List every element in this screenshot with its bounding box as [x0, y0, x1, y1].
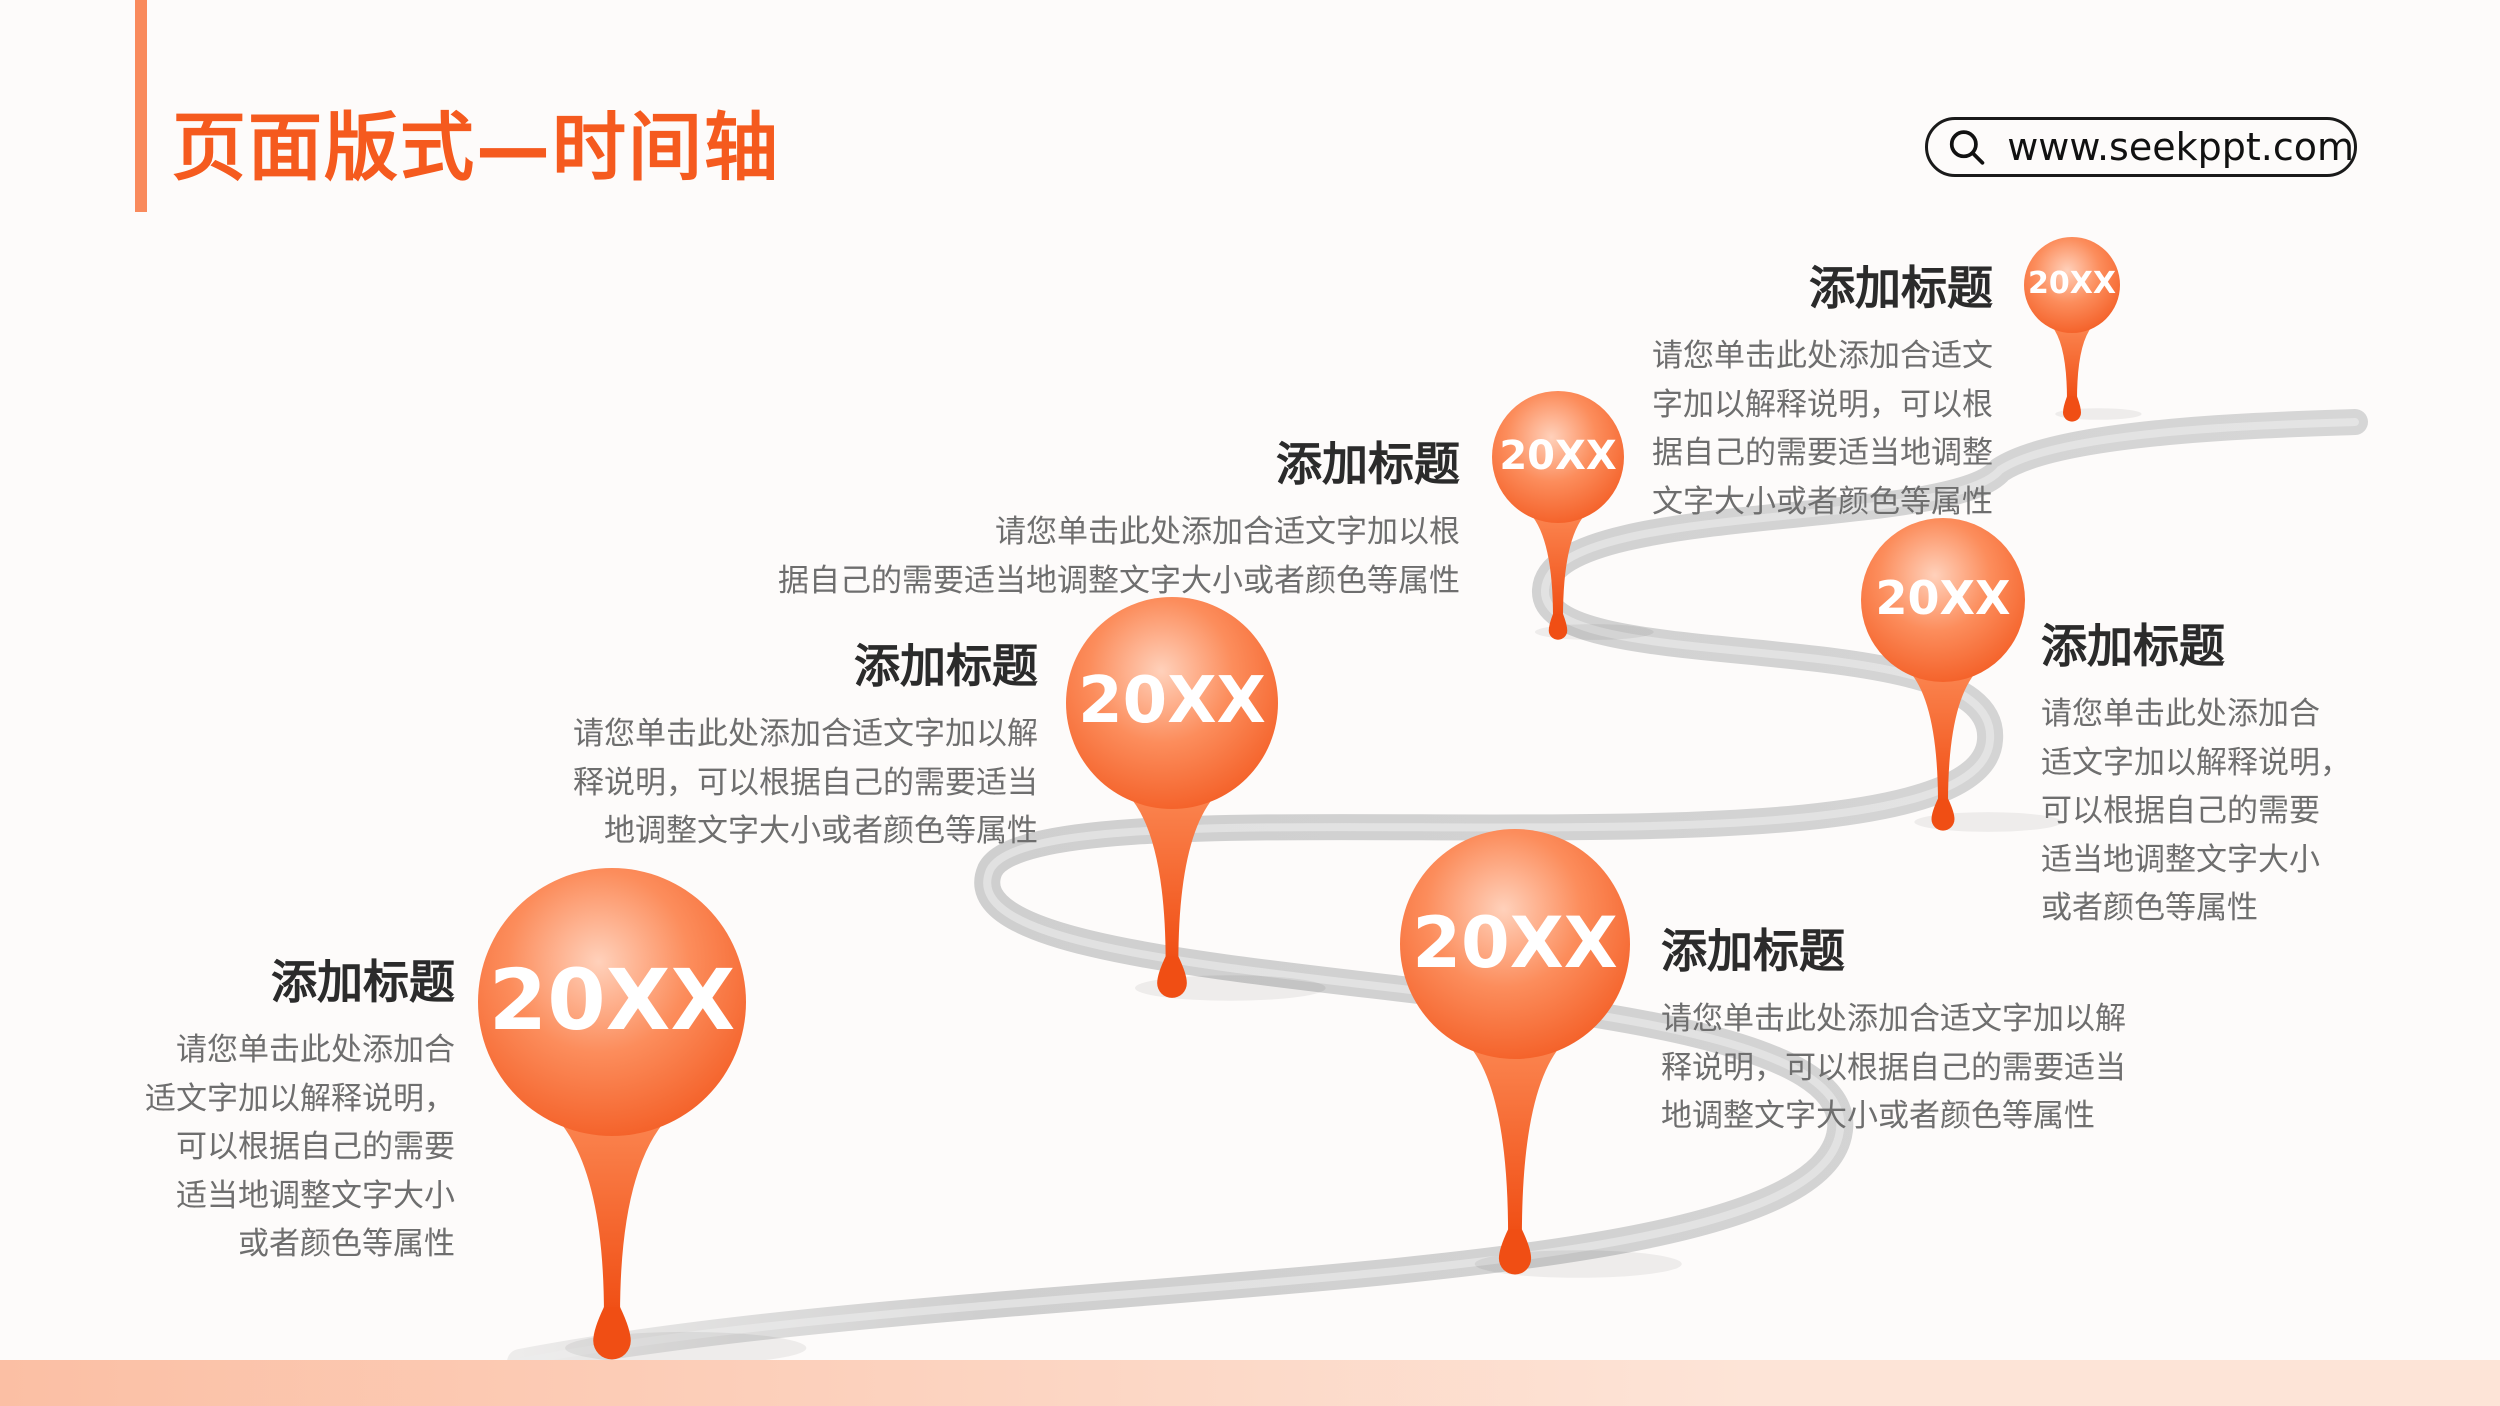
timeline-pin: 20XX — [1994, 207, 2150, 448]
title-accent-bar — [135, 0, 147, 212]
description-line: 适当地调整文字大小 — [2041, 841, 2320, 878]
entry-title: 添加标题 — [1661, 924, 1845, 978]
entry-description: 请您单击此处添加合适文字加以解释说明， 可以根据自己的需要适当地调整文字大小或者颜… — [2041, 690, 2371, 933]
search-box[interactable]: www.seekppt.com — [1925, 117, 2357, 177]
pin-year: 20XX — [1078, 664, 1266, 739]
timeline-entry: 添加标题请您单击此处添加合适文字加以解释说明，可以根据自己的需要适当地调整文字大… — [538, 630, 1038, 856]
description-line: 或者颜色等属性 — [2041, 890, 2258, 926]
entry-description: 请您单击此处添加合适文字加以解释说明，可以根据自己的需要适当地调整文字大小或者颜… — [1661, 995, 2161, 1141]
bottom-band — [0, 1360, 2500, 1406]
description-line: 地调整文字大小或者颜色等属性 — [604, 813, 1038, 849]
entry-title: 添加标题 — [1809, 261, 1993, 315]
timeline-pin: 20XX — [448, 838, 807, 1382]
description-line: 据自己的需要适当地调整 — [1652, 435, 1993, 471]
pin-marker-icon — [1492, 391, 1654, 640]
description-line: 请您单击此处添加合 — [2041, 696, 2320, 732]
description-line: 适文字加以解释说明， — [145, 1080, 455, 1117]
timeline-entry: 添加标题请您单击此处添加合适文字加以解释说明，可以根据自己的需要适当地调整文字大… — [1661, 915, 2161, 1141]
timeline-entry: 添加标题请您单击此处添加合适文字加以根据自己的需要适当地调整文字大小或者颜色等属… — [740, 428, 1460, 605]
entry-title: 添加标题 — [854, 639, 1038, 693]
pin-marker-icon — [1066, 597, 1326, 1001]
description-line: 适文字加以解释说明， — [2041, 744, 2351, 781]
description-line: 请您单击此处添加合适文 — [1652, 338, 1993, 374]
description-line: 字加以解释说明，可以根 — [1652, 386, 1993, 423]
page-title: 页面版式—时间轴 — [172, 105, 780, 191]
description-line: 地调整文字大小或者颜色等属性 — [1661, 1098, 2095, 1134]
description-line: 文字大小或者颜色等属性 — [1652, 483, 1993, 520]
pin-year: 20XX — [1875, 571, 2011, 626]
description-line: 释说明，可以根据自己的需要适当 — [573, 764, 1038, 801]
entry-description: 请您单击此处添加合适文字加以解释说明， 可以根据自己的需要适当地调整文字大小或者颜… — [95, 1026, 455, 1269]
entry-title: 添加标题 — [271, 955, 455, 1009]
description-line: 请您单击此处添加合适文字加以解 — [573, 716, 1038, 752]
timeline-pin: 20XX — [1462, 361, 1654, 666]
description-line: 适当地调整文字大小 — [176, 1177, 455, 1214]
pin-year: 20XX — [1412, 901, 1618, 984]
description-line: 释说明，可以根据自己的需要适当 — [1661, 1049, 2126, 1086]
entry-title: 添加标题 — [2041, 619, 2225, 673]
entry-description: 请您单击此处添加合适文字加以解释说明，可以根据自己的需要适当地调整文字大小或者颜… — [1613, 332, 1993, 526]
search-url-text: www.seekppt.com — [2007, 125, 2354, 169]
timeline-entry: 添加标题请您单击此处添加合适文字加以解释说明， 可以根据自己的需要适当地调整文字大… — [2041, 610, 2371, 933]
entry-title: 添加标题 — [1276, 437, 1460, 491]
timeline-pin: 20XX — [1370, 799, 1682, 1298]
description-line: 请您单击此处添加合适文字加以根 — [995, 514, 1460, 550]
pin-year: 20XX — [488, 950, 736, 1049]
pin-marker-icon — [1861, 518, 2062, 832]
pin-year: 20XX — [2027, 266, 2116, 302]
timeline-pin: 20XX — [1831, 488, 2062, 856]
description-line: 请您单击此处添加合适文字加以解 — [1661, 1001, 2126, 1037]
timeline-entry: 添加标题请您单击此处添加合适文字加以解释说明，可以根据自己的需要适当地调整文字大… — [1613, 252, 1993, 526]
search-icon — [1949, 130, 1985, 165]
description-line: 请您单击此处添加合 — [176, 1032, 455, 1068]
timeline-entry: 添加标题请您单击此处添加合适文字加以解释说明， 可以根据自己的需要适当地调整文字大… — [95, 946, 455, 1269]
description-line: 可以根据自己的需要 — [176, 1129, 455, 1165]
timeline-pin: 20XX — [1036, 567, 1326, 1022]
description-line: 据自己的需要适当地调整文字大小或者颜色等属性 — [778, 562, 1460, 599]
pin-marker-icon — [478, 868, 807, 1365]
pin-marker-icon — [1400, 829, 1682, 1278]
pin-marker-icon — [2024, 237, 2142, 422]
entry-description: 请您单击此处添加合适文字加以根据自己的需要适当地调整文字大小或者颜色等属性 — [740, 508, 1460, 605]
entry-description: 请您单击此处添加合适文字加以解释说明，可以根据自己的需要适当地调整文字大小或者颜… — [538, 710, 1038, 856]
description-line: 可以根据自己的需要 — [2041, 793, 2320, 829]
pin-year: 20XX — [1499, 433, 1617, 480]
description-line: 或者颜色等属性 — [238, 1226, 455, 1262]
